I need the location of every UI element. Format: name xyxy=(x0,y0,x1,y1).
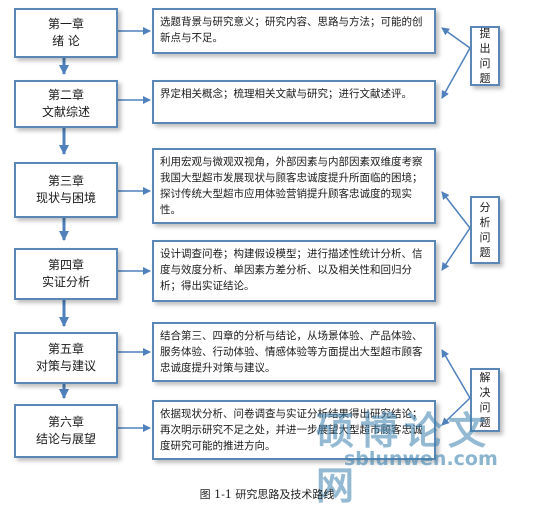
chapter-box-6: 第六章 结论与展望 xyxy=(14,404,118,458)
watermark-logo-text: 硕博论文网 xyxy=(316,408,493,508)
chapter-title: 文献综述 xyxy=(41,105,90,119)
chapter-number: 第四章 xyxy=(47,258,84,272)
chapter-number: 第一章 xyxy=(47,17,84,31)
figure-caption: 图 1-1 研究思路及技术路线 xyxy=(199,488,335,501)
description-box-5: 结合第三、四章的分析与结论，从场景体验、产品体验、服务体验、行动体验、情感体验等… xyxy=(152,322,436,382)
side-arrows xyxy=(441,27,471,426)
watermark-url: sblunwen.com xyxy=(344,448,498,470)
chapter-box-5: 第五章 对策与建议 xyxy=(14,332,118,384)
description-box-1: 选题背景与研究意义；研究内容、思路与方法；可能的创新点与不足。 xyxy=(152,8,436,54)
description-box-3: 利用宏观与微观双视角，外部因素与内部因素双维度考察我国大型超市发展现状与顾客忠诚… xyxy=(152,148,436,224)
description-box-4: 设计调查问卷；构建假设模型；进行描述性统计分析、信度与效度分析、单因素方差分析、… xyxy=(152,240,436,302)
chapter-title: 结论与展望 xyxy=(35,432,96,446)
chapter-title: 实证分析 xyxy=(41,275,90,289)
chapter-box-2: 第二章 文献综述 xyxy=(14,80,118,128)
chapter-box-4: 第四章 实证分析 xyxy=(14,248,118,300)
side-label-text: 解决问题 xyxy=(479,371,491,429)
description-box-6: 依据现状分析、问卷调查与实证分析结果得出研究结论；再次明示研究不足之处，并进一步… xyxy=(152,400,436,460)
chapter-number: 第二章 xyxy=(47,88,84,102)
side-label-raise-problem: 提出问题 xyxy=(470,26,500,86)
side-label-analyze-problem: 分析问题 xyxy=(470,196,500,264)
side-label-solve-problem: 解决问题 xyxy=(470,368,500,432)
chapter-number: 第三章 xyxy=(47,174,84,188)
chapter-title: 现状与困境 xyxy=(35,191,96,205)
chapter-box-1: 第一章 绪 论 xyxy=(14,8,118,58)
side-label-text: 分析问题 xyxy=(479,201,491,259)
chapter-number: 第五章 xyxy=(47,342,84,356)
chapter-title: 对策与建议 xyxy=(35,359,96,373)
chapter-number: 第六章 xyxy=(47,415,84,429)
description-box-2: 界定相关概念；梳理相关文献与研究；进行文献述评。 xyxy=(152,80,436,124)
right-arrows xyxy=(118,27,151,432)
chapter-title: 绪 论 xyxy=(52,34,80,48)
side-label-text: 提出问题 xyxy=(479,27,491,85)
chapter-box-3: 第三章 现状与困境 xyxy=(14,162,118,218)
